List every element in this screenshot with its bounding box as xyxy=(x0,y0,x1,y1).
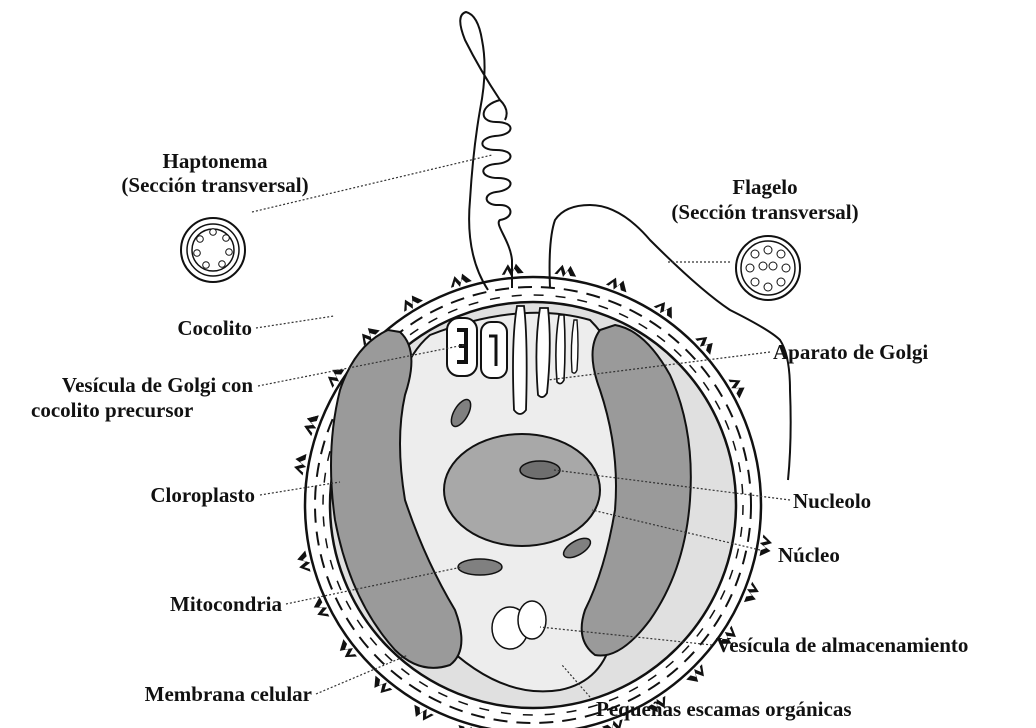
label-membrana: Membrana celular xyxy=(80,682,312,706)
nucleus xyxy=(444,434,600,546)
golgi-cisterna-4 xyxy=(571,320,578,373)
label-vesicula-golgi-1: Vesícula de Golgi con xyxy=(10,373,253,397)
golgi-cisterna-1 xyxy=(513,306,527,414)
label-cloroplasto: Cloroplasto xyxy=(60,483,255,507)
label-mitocondria: Mitocondria xyxy=(90,592,282,616)
storage-vesicle-b xyxy=(518,601,546,639)
label-almacenamiento: Vesícula de almacenamiento xyxy=(716,633,968,657)
label-haptonema-title: Haptonema xyxy=(130,149,300,173)
coccolith xyxy=(554,264,577,279)
label-nucleolo: Nucleolo xyxy=(793,489,871,513)
label-cocolito: Cocolito xyxy=(100,316,252,340)
leader-cocolito xyxy=(256,316,334,328)
label-flagelo-sub: (Sección transversal) xyxy=(645,200,885,224)
mitochondria xyxy=(458,559,502,575)
flagellum-cross-section xyxy=(736,236,800,300)
label-escamas: Pequeñas escamas orgánicas xyxy=(596,697,852,721)
coccolith xyxy=(293,452,309,476)
coccolith xyxy=(758,534,774,558)
label-flagelo-title: Flagelo xyxy=(690,175,840,199)
haptonema-cross-section xyxy=(181,218,245,282)
golgi-vesicle-2 xyxy=(481,322,507,378)
label-nucleo: Núcleo xyxy=(778,543,840,567)
label-vesicula-golgi-2: cocolito precursor xyxy=(31,398,193,422)
label-haptonema-sub: (Sección transversal) xyxy=(100,173,330,197)
label-aparato-golgi: Aparato de Golgi xyxy=(773,340,928,364)
haptonema-coil xyxy=(482,100,512,288)
golgi-cisterna-3 xyxy=(556,315,565,384)
golgi-cisterna-2 xyxy=(536,308,549,397)
